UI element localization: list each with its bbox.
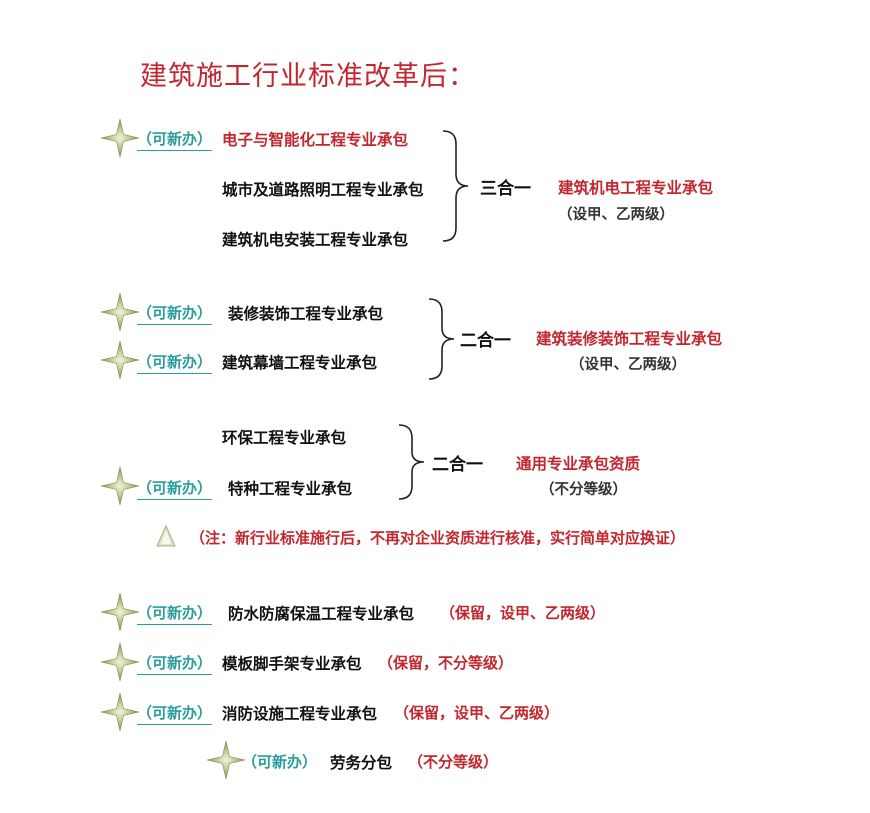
brace-icon [428,298,455,380]
single3-status: （保留，设甲、乙两级） [394,704,560,722]
brace-icon [398,424,425,500]
group1-item2: 城市及道路照明工程专业承包 [222,181,424,199]
new-tag: （可新办） [137,602,213,625]
single1-name: 防水防腐保温工程专业承包 [228,605,415,623]
star-icon [100,292,140,332]
star-icon [100,340,140,380]
single1-status: （保留，设甲、乙两级） [440,604,606,622]
star-icon [100,466,140,506]
group3-item1: 环保工程专业承包 [222,429,347,447]
group1-item3: 建筑机电安装工程专业承包 [222,231,409,249]
group1-result: 建筑机电工程专业承包 [558,179,714,197]
new-tag: （可新办） [137,351,213,374]
new-tag: （可新办） [137,477,213,500]
group2-grade: （设甲、乙两级） [570,357,686,373]
group2-result: 建筑装修装饰工程专业承包 [536,330,723,348]
star-icon [100,642,140,682]
warning-icon [156,524,176,547]
new-tag: （可新办） [137,652,213,675]
group1-item1: 电子与智能化工程专业承包 [222,131,409,149]
star-icon [100,692,140,732]
single2-status: （保留，不分等级） [378,654,514,672]
group2-item1: 装修装饰工程专业承包 [228,305,384,323]
group3-result: 通用专业承包资质 [516,455,641,473]
group3-item2: 特种工程专业承包 [228,480,353,498]
single4-name: 劳务分包 [330,754,393,772]
group1-merge: 三合一 [480,179,531,199]
star-icon [206,740,246,780]
new-tag: （可新办） [137,702,213,725]
new-tag: （可新办） [137,128,213,151]
group2-merge: 二合一 [460,331,511,351]
group3-merge: 二合一 [432,455,483,475]
single4-status: （不分等级） [408,753,499,771]
star-icon [100,118,140,158]
group2-item2: 建筑幕墙工程专业承包 [222,354,378,372]
note-text: （注：新行业标准施行后，不再对企业资质进行核准，实行简单对应换证） [190,529,686,547]
page-title: 建筑施工行业标准改革后： [140,61,476,92]
brace-icon [442,130,469,242]
new-tag: （可新办） [242,753,318,771]
star-icon [100,592,140,632]
group1-grade: （设甲、乙两级） [558,207,674,223]
single3-name: 消防设施工程专业承包 [222,705,378,723]
group3-grade: （不分等级） [540,482,627,498]
new-tag: （可新办） [137,302,213,325]
single2-name: 模板脚手架专业承包 [222,655,362,673]
